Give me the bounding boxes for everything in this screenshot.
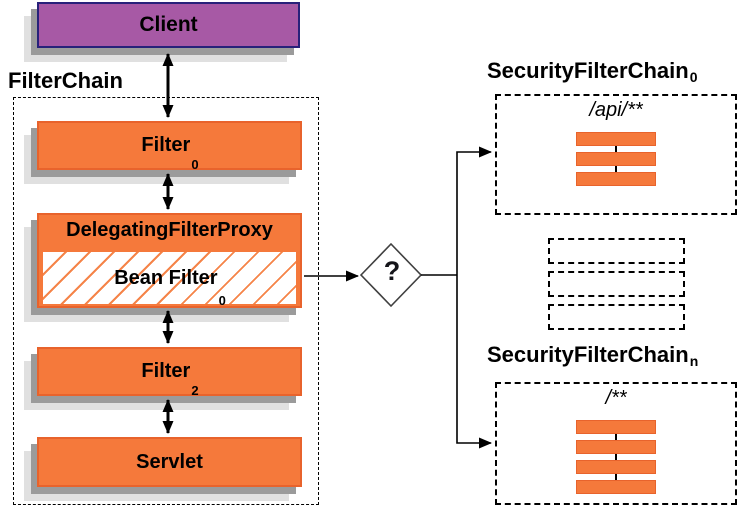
security-filter-bar [576,132,656,146]
security-filter-bar [576,420,656,434]
client-box: Client [37,2,300,48]
branch-to-chain-n [456,275,492,449]
filter2-label: Filter [141,360,191,382]
security-filter-chain-0-subscript: 0 [689,69,698,85]
placeholder-chain-box [548,238,685,264]
bean-filter-label: Bean Filter [114,266,218,289]
security-filter-chain-n-title-text: SecurityFilterChain [487,342,689,367]
security-filter-chain-n-box: /** [495,382,737,505]
filter0-subscript: 0 [191,157,199,172]
client-label: Client [139,13,198,36]
security-filter-bar [576,172,656,186]
security-filter-chain-0-title-text: SecurityFilterChain [487,58,689,83]
filterchain-label: FilterChain [8,68,123,93]
url-pattern-0: /api/** [589,99,643,121]
placeholder-chain-box [548,304,685,330]
security-filter-chain-n-filters [576,420,656,494]
servlet-label: Servlet [136,450,203,473]
security-filter-chain-n-subscript: n [689,353,699,369]
branch-to-chain0 [456,146,492,275]
security-filter-chain-0-box: /api/** [495,94,737,215]
security-filter-chain-0-title: SecurityFilterChain0 [487,58,698,85]
security-filter-bar [576,480,656,494]
placeholder-filter-chains [548,238,685,330]
security-filter-bar [576,152,656,166]
url-pattern-n: /** [605,387,627,409]
security-filter-chain-n-title: SecurityFilterChainn [487,342,699,369]
bean-filter-subscript: 0 [218,293,226,308]
servlet-box: Servlet [37,437,302,487]
placeholder-chain-box [548,271,685,297]
security-filter-bar [576,440,656,454]
security-filter-chain-0-filters [576,132,656,186]
decision-label: ? [383,256,401,286]
security-filter-bar [576,460,656,474]
delegating-filter-proxy-label: DelegatingFilterProxy [66,219,273,241]
filter0-label: Filter [141,134,191,156]
filter2-subscript: 2 [191,383,199,398]
